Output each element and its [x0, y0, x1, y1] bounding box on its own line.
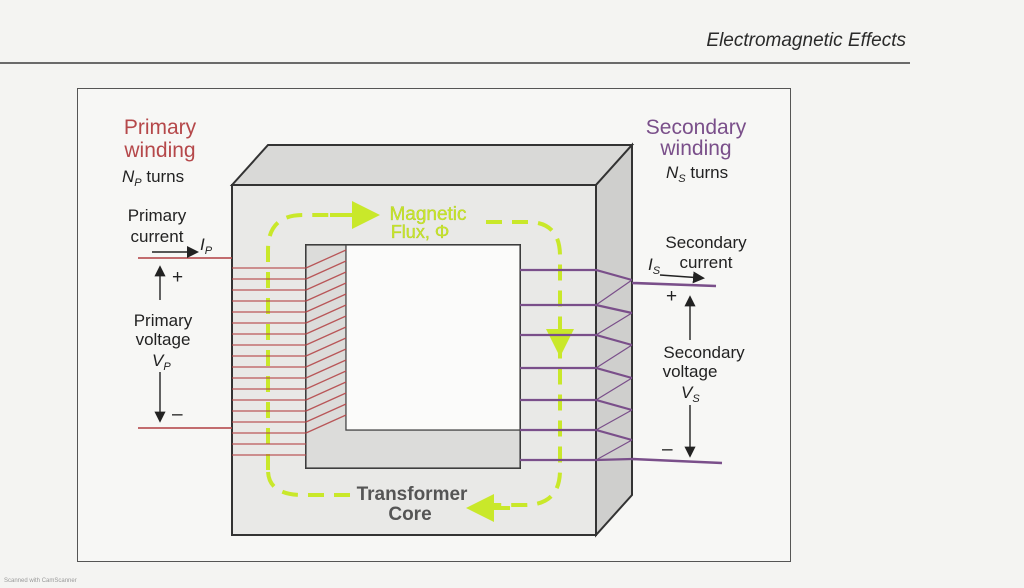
secondary-voltage-symbol: VS — [681, 383, 700, 405]
primary-current-label-2: current — [131, 227, 184, 246]
secondary-winding-label-1: Secondary — [646, 116, 747, 139]
flux-loop — [266, 213, 562, 507]
secondary-current-label-2: current — [680, 253, 733, 272]
secondary-voltage-plus: + — [666, 286, 677, 307]
primary-voltage-label-1: Primary — [134, 311, 193, 330]
primary-voltage-label-2: voltage — [136, 330, 191, 349]
core-top-face — [229, 144, 635, 186]
secondary-turns-label: NS turns — [666, 163, 728, 185]
secondary-winding-label-2: winding — [659, 137, 731, 160]
secondary-voltage-minus: – — [662, 439, 673, 460]
secondary-current-label-1: Secondary — [665, 233, 747, 252]
page-header-title: Electromagnetic Effects — [706, 30, 906, 51]
primary-current-symbol: IP — [200, 235, 213, 257]
secondary-coil — [520, 268, 723, 465]
secondary-voltage-label-2: voltage — [663, 362, 718, 381]
primary-voltage-symbol: VP — [152, 351, 171, 373]
core-label-1: Transformer — [357, 484, 468, 505]
core-label-2: Core — [388, 504, 431, 525]
primary-winding-label-2: winding — [123, 139, 195, 162]
flux-label-2: Flux, Φ — [391, 222, 449, 242]
scanner-watermark: Scanned with CamScanner — [4, 578, 77, 584]
primary-voltage-minus: – — [172, 404, 183, 425]
flux-label-1: Magnetic — [389, 204, 466, 225]
primary-current-label-1: Primary — [128, 206, 187, 225]
core-window — [345, 244, 521, 431]
secondary-voltage-label-1: Secondary — [663, 343, 745, 362]
primary-winding-label-1: Primary — [124, 116, 197, 139]
primary-voltage-plus: + — [172, 267, 183, 288]
primary-coil — [138, 249, 347, 456]
header-rule — [0, 62, 910, 64]
secondary-current-arrow — [659, 271, 705, 284]
secondary-current-symbol: IS — [648, 255, 661, 277]
primary-turns-label: NP turns — [122, 167, 184, 189]
